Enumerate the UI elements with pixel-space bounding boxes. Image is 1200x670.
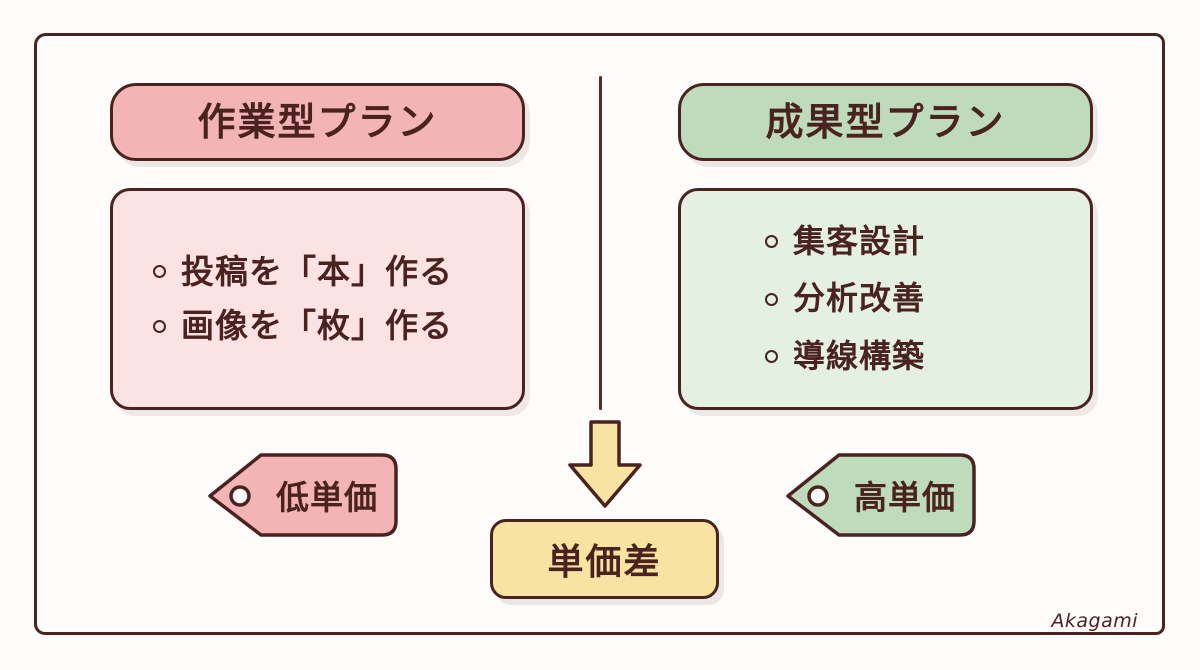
list-item: 導線構築 — [765, 337, 1090, 376]
right-item-label: 導線構築 — [793, 336, 926, 375]
right-price-tag: 高単価 — [782, 452, 977, 538]
left-plan-card: 投稿を「本」作る 画像を「枚」作る — [110, 188, 525, 410]
right-plan-header: 成果型プラン — [678, 83, 1093, 161]
right-price-tag-label: 高単価 — [854, 478, 956, 517]
unit-price-difference-box: 単価差 — [490, 519, 719, 599]
left-item-label: 投稿を「本」作る — [181, 251, 453, 291]
right-plan-card: 集客設計 分析改善 導線構築 — [678, 188, 1093, 410]
outer-frame — [34, 33, 1165, 635]
tag-shape-icon — [208, 453, 398, 537]
bullet-circle-icon — [765, 349, 778, 363]
list-item: 投稿を「本」作る — [153, 252, 522, 292]
left-price-tag-label: 低単価 — [276, 478, 378, 517]
bullet-circle-icon — [765, 235, 778, 249]
bullet-circle-icon — [765, 292, 778, 306]
right-item-label: 分析改善 — [793, 279, 926, 318]
tag-shape-icon — [786, 453, 976, 537]
right-item-label: 集客設計 — [793, 222, 926, 261]
left-plan-header: 作業型プラン — [110, 83, 525, 161]
list-item: 画像を「枚」作る — [153, 306, 522, 346]
left-plan-header-label: 作業型プラン — [197, 100, 438, 144]
left-price-tag: 低単価 — [204, 452, 399, 538]
bullet-circle-icon — [153, 265, 166, 279]
down-arrow-icon — [562, 418, 648, 510]
author-signature: Akagami — [1051, 610, 1138, 632]
bullet-circle-icon — [153, 319, 166, 333]
unit-price-difference-label: 単価差 — [547, 542, 662, 583]
list-item: 分析改善 — [765, 279, 1090, 318]
list-item: 集客設計 — [765, 222, 1090, 261]
vertical-divider — [599, 76, 602, 410]
left-item-label: 画像を「枚」作る — [181, 306, 453, 345]
right-plan-header-label: 成果型プラン — [765, 100, 1006, 144]
